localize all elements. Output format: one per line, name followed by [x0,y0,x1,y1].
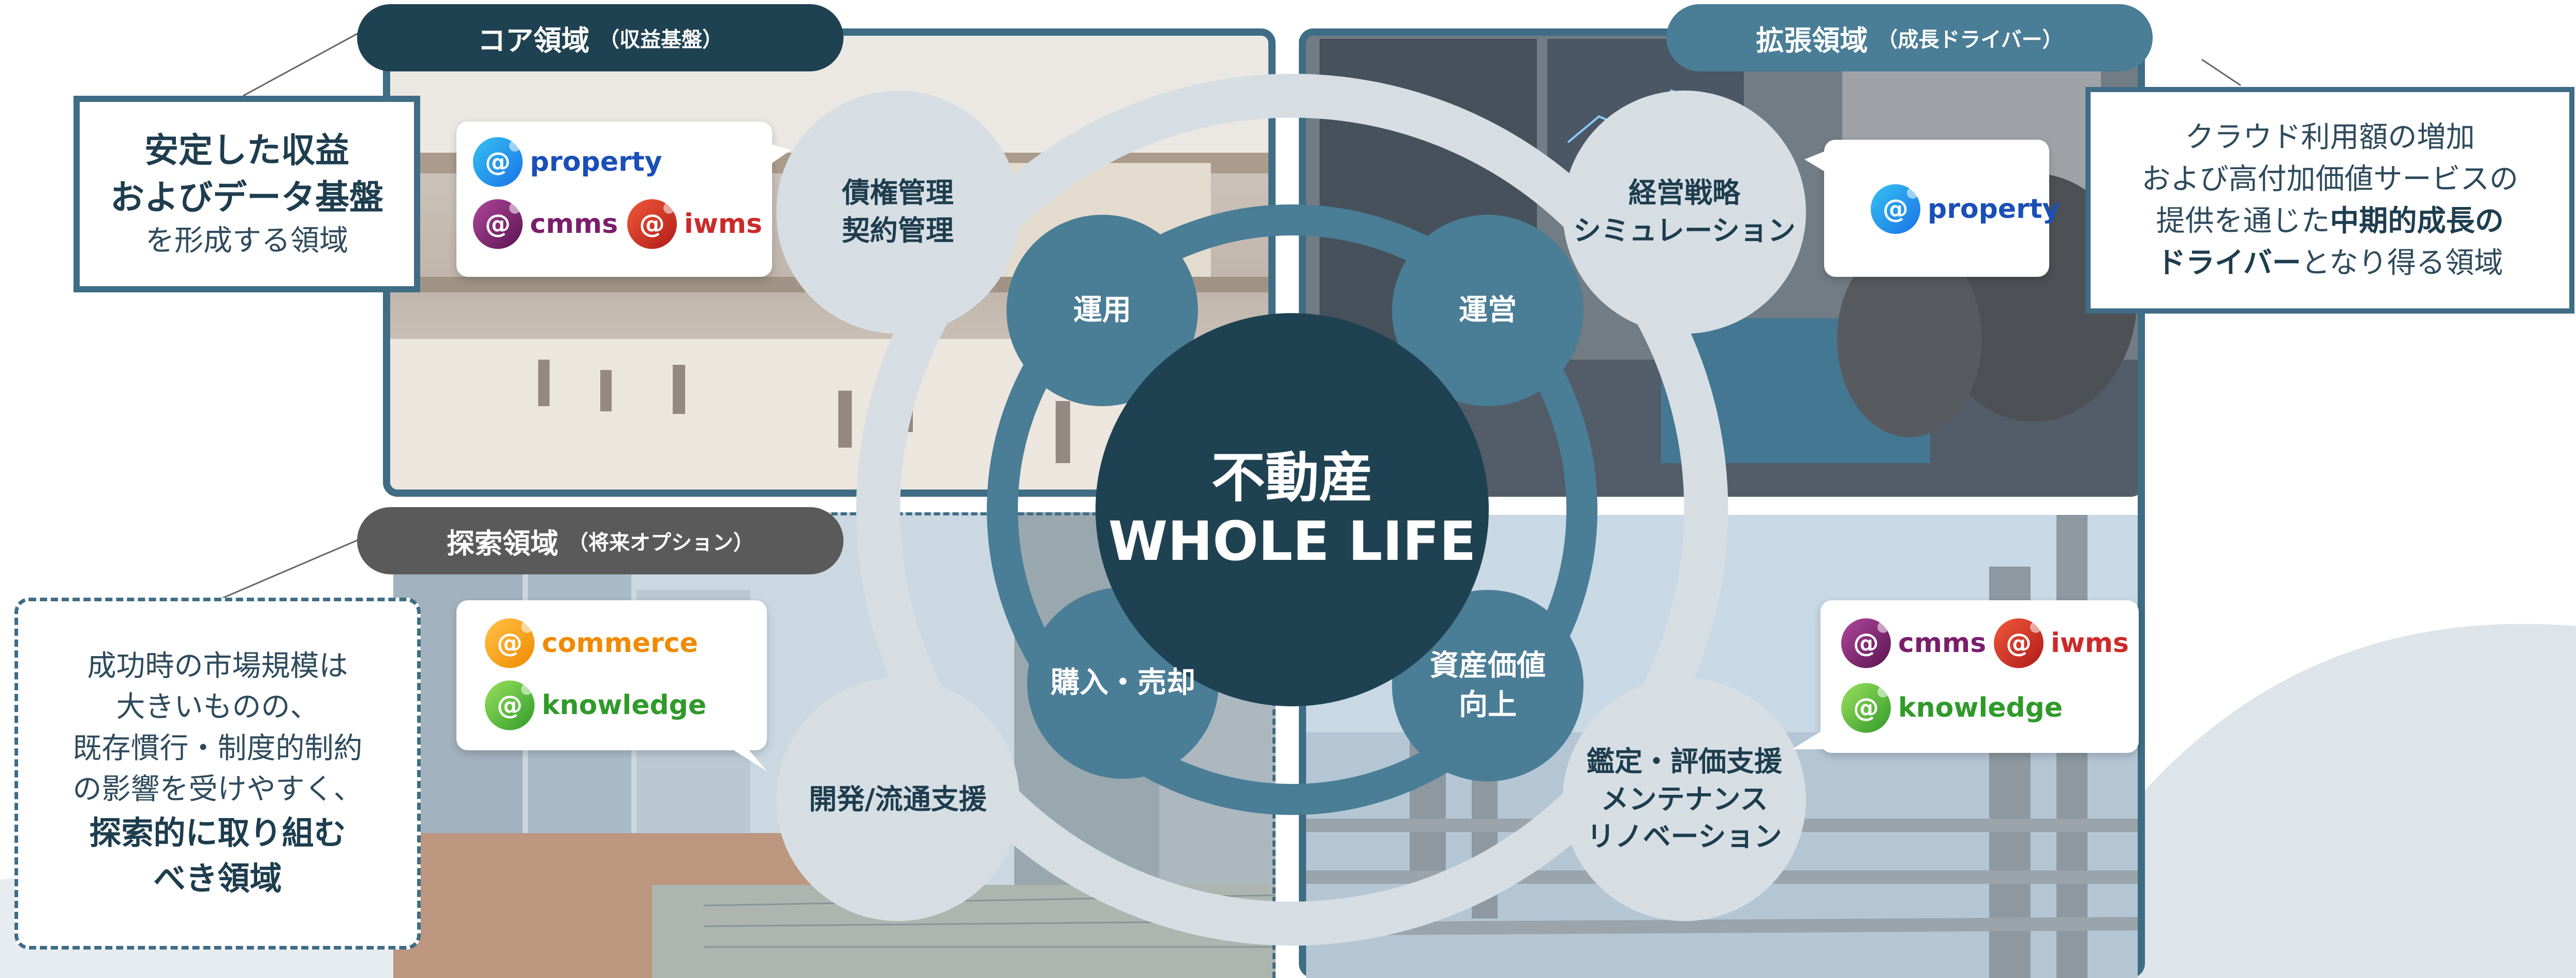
center-line1: 不動産 [1211,446,1373,510]
expansion-subtitle: （成長ドライバー） [1877,28,2063,52]
core-desc-line2: およびデータ基盤 [110,177,383,218]
inner-label-uneii: 運営 [1459,293,1517,328]
exploration-desc-line5: 探索的に取り組む [89,814,346,852]
at-sign-icon: @ [485,680,535,730]
inner-label-shisan: 資産価値 向上 [1430,649,1546,722]
outer-label-exploration: 開発/流通支援 [809,782,987,816]
exploration-products-callout: @ commerce @ knowledge [456,600,767,771]
logo-property: @ property [473,137,662,187]
at-sign-icon: @ [1841,618,1891,668]
core-title-pill: コア領域 （収益基盤） [357,4,843,71]
expansion-title: 拡張領域 [1756,24,1868,57]
callout-pointer [765,142,791,168]
expansion-desc-line4-post: となり得る領域 [2301,246,2504,280]
expansion-desc-line2: および高付加価値サービスの [2141,162,2519,196]
outer-circle-exploration [776,678,1019,921]
logo-iwms: @ iwms [1994,618,2129,668]
core-title: コア領域 [478,24,589,57]
at-sign-icon: @ [1841,683,1891,733]
exploration-title: 探索領域 [447,527,558,560]
logo-iwms: @ iwms [627,199,762,249]
inner-circle-unyo [1006,215,1198,406]
at-sign-icon: @ [473,199,523,249]
center-circle [1095,313,1489,706]
exploration-desc-line2: 大きいものの、 [116,690,319,724]
exploration-desc-line1: 成功時の市場規模は [87,649,348,683]
outer-ring [856,73,1728,946]
logo-knowledge: @ knowledge [1841,683,2063,733]
at-sign-icon: @ [485,618,535,668]
expansion-desc-line3-pre: 提供を通じた [2156,204,2330,238]
exploration-desc-line3: 既存慣行・制度的制約 [72,731,363,765]
expansion-desc-line4-bold: ドライバー [2156,246,2301,280]
at-sign-icon: @ [1994,618,2044,668]
at-sign-icon: @ [1871,184,1920,234]
core-desc-line1: 安定した収益 [144,130,349,171]
core-products-callout: @ property @ cmms @ iwms [456,122,791,277]
outer-circle-expansion [1563,91,1806,334]
inner-label-unyo: 運用 [1073,293,1131,328]
outer-circle-core [776,91,1019,334]
logo-commerce: @ commerce [485,618,698,668]
expansion-description: クラウド利用額の増加 および高付加価値サービスの 提供を通じた中期的成長の ドラ… [2085,87,2574,314]
outer-label-core: 債権管理 契約管理 [842,176,954,247]
outer-label-expansion: 経営戦略 シミュレーション [1573,176,1796,247]
inner-ring [987,204,1597,815]
expansion-title-pill: 拡張領域 （成長ドライバー） [1666,4,2153,71]
center-label: 不動産 WHOLE LIFE [1095,313,1489,706]
exploration-title-pill: 探索領域 （将来オプション） [357,507,843,574]
expansion-products-callout: @ property [1804,140,2060,277]
at-sign-icon: @ [627,199,677,249]
core-desc-line3: を形成する領域 [145,224,348,258]
exploration-desc-line4: の影響を受けやすく、 [72,773,363,807]
exploration-desc-line6: べき領域 [153,860,282,898]
center-line2: WHOLE LIFE [1108,510,1476,573]
at-sign-icon: @ [473,137,523,187]
outer-label-operations: 鑑定・評価支援 メンテナンス リノベーション [1587,745,1782,853]
logo-property: @ property [1871,184,2060,234]
callout-pointer [726,735,767,771]
outer-circle-operations [1563,678,1806,921]
callout-pointer [1804,149,1830,175]
inner-label-kounyu: 購入・売却 [1050,666,1195,700]
core-description: 安定した収益 およびデータ基盤 を形成する領域 [73,96,420,292]
logo-knowledge: @ knowledge [485,680,706,730]
exploration-description: 成功時の市場規模は 大きいものの、 既存慣行・制度的制約 の影響を受けやすく、 … [14,598,421,950]
callout-pointer [1792,723,1833,749]
inner-circle-uneii [1392,215,1583,406]
core-subtitle: （収益基盤） [599,28,723,52]
logo-cmms: @ cmms [1841,618,1986,668]
exploration-subtitle: （将来オプション） [568,531,754,555]
expansion-desc-line3-bold: 中期的成長の [2330,204,2504,238]
operations-products-callout: @ cmms @ iwms @ knowledge [1792,600,2139,753]
logo-cmms: @ cmms [473,199,618,249]
expansion-desc-line1: クラウド利用額の増加 [2185,120,2475,154]
